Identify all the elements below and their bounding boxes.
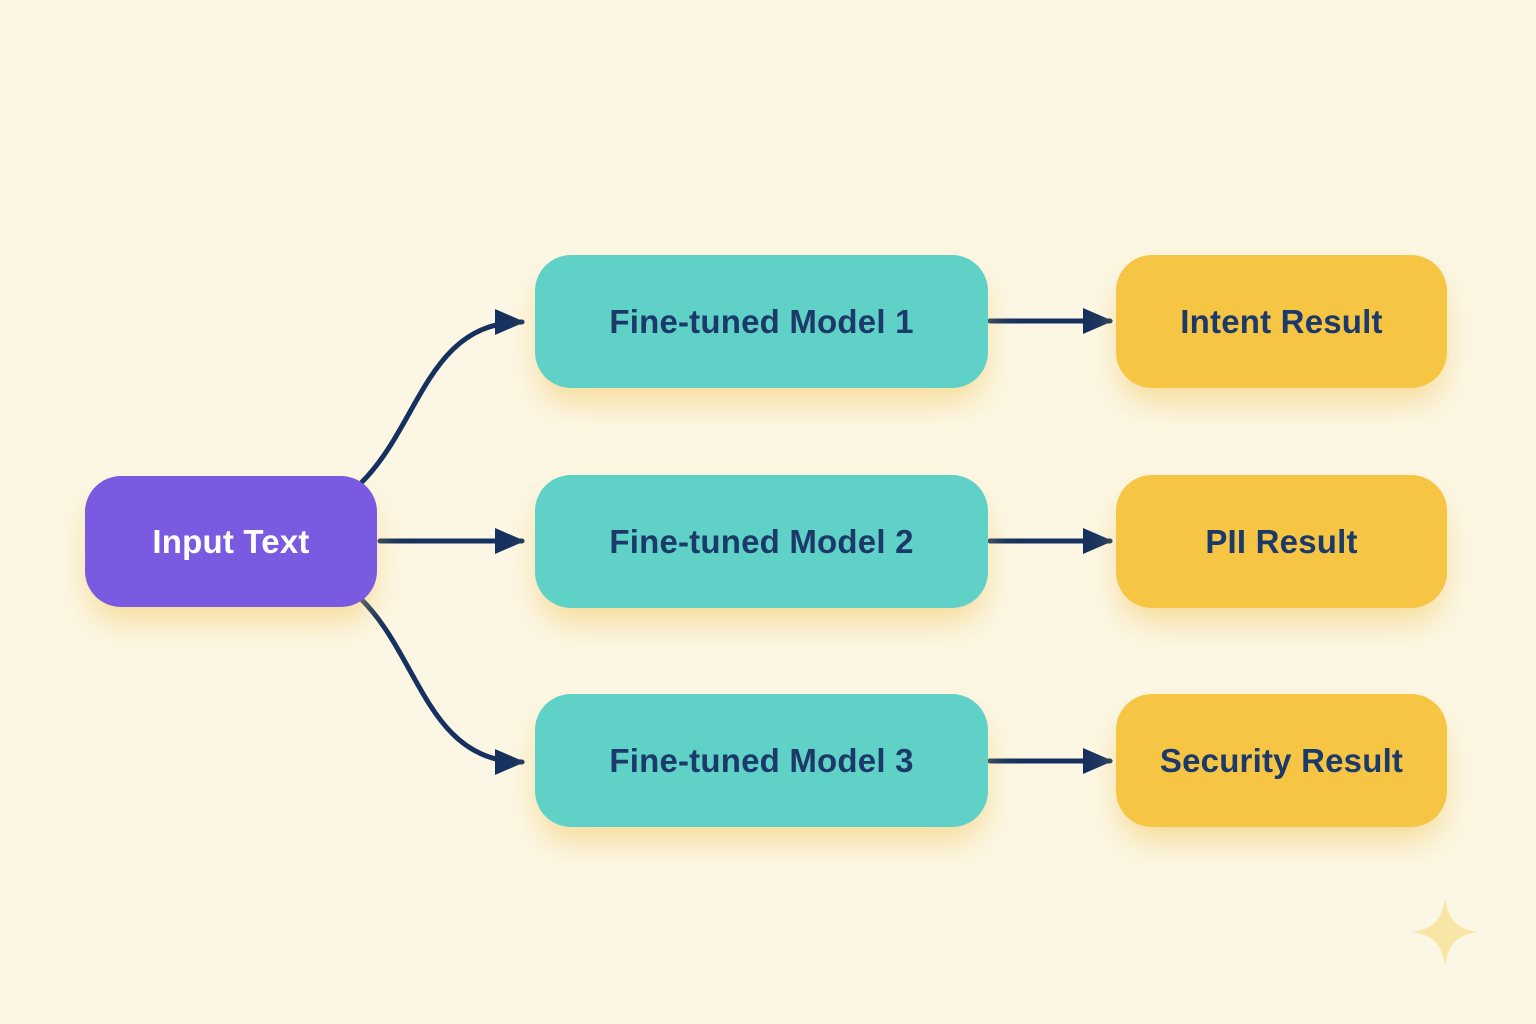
node-fine-tuned-model-3-label: Fine-tuned Model 3 <box>609 741 914 779</box>
node-security-result: Security Result <box>1116 694 1447 827</box>
node-pii-result-label: PII Result <box>1205 522 1358 560</box>
edge-input-to-model3 <box>359 597 525 775</box>
sparkle-icon <box>1412 898 1478 966</box>
node-fine-tuned-model-2-label: Fine-tuned Model 2 <box>609 522 914 560</box>
node-fine-tuned-model-1-label: Fine-tuned Model 1 <box>609 302 914 340</box>
edge-input-to-model1 <box>359 309 525 485</box>
node-intent-result: Intent Result <box>1116 255 1447 388</box>
node-fine-tuned-model-1: Fine-tuned Model 1 <box>535 255 988 388</box>
node-fine-tuned-model-3: Fine-tuned Model 3 <box>535 694 988 827</box>
node-fine-tuned-model-2: Fine-tuned Model 2 <box>535 475 988 608</box>
node-security-result-label: Security Result <box>1159 741 1404 779</box>
node-intent-result-label: Intent Result <box>1180 302 1383 340</box>
node-pii-result: PII Result <box>1116 475 1447 608</box>
node-input-text-label: Input Text <box>152 522 310 560</box>
node-input-text: Input Text <box>85 476 377 607</box>
